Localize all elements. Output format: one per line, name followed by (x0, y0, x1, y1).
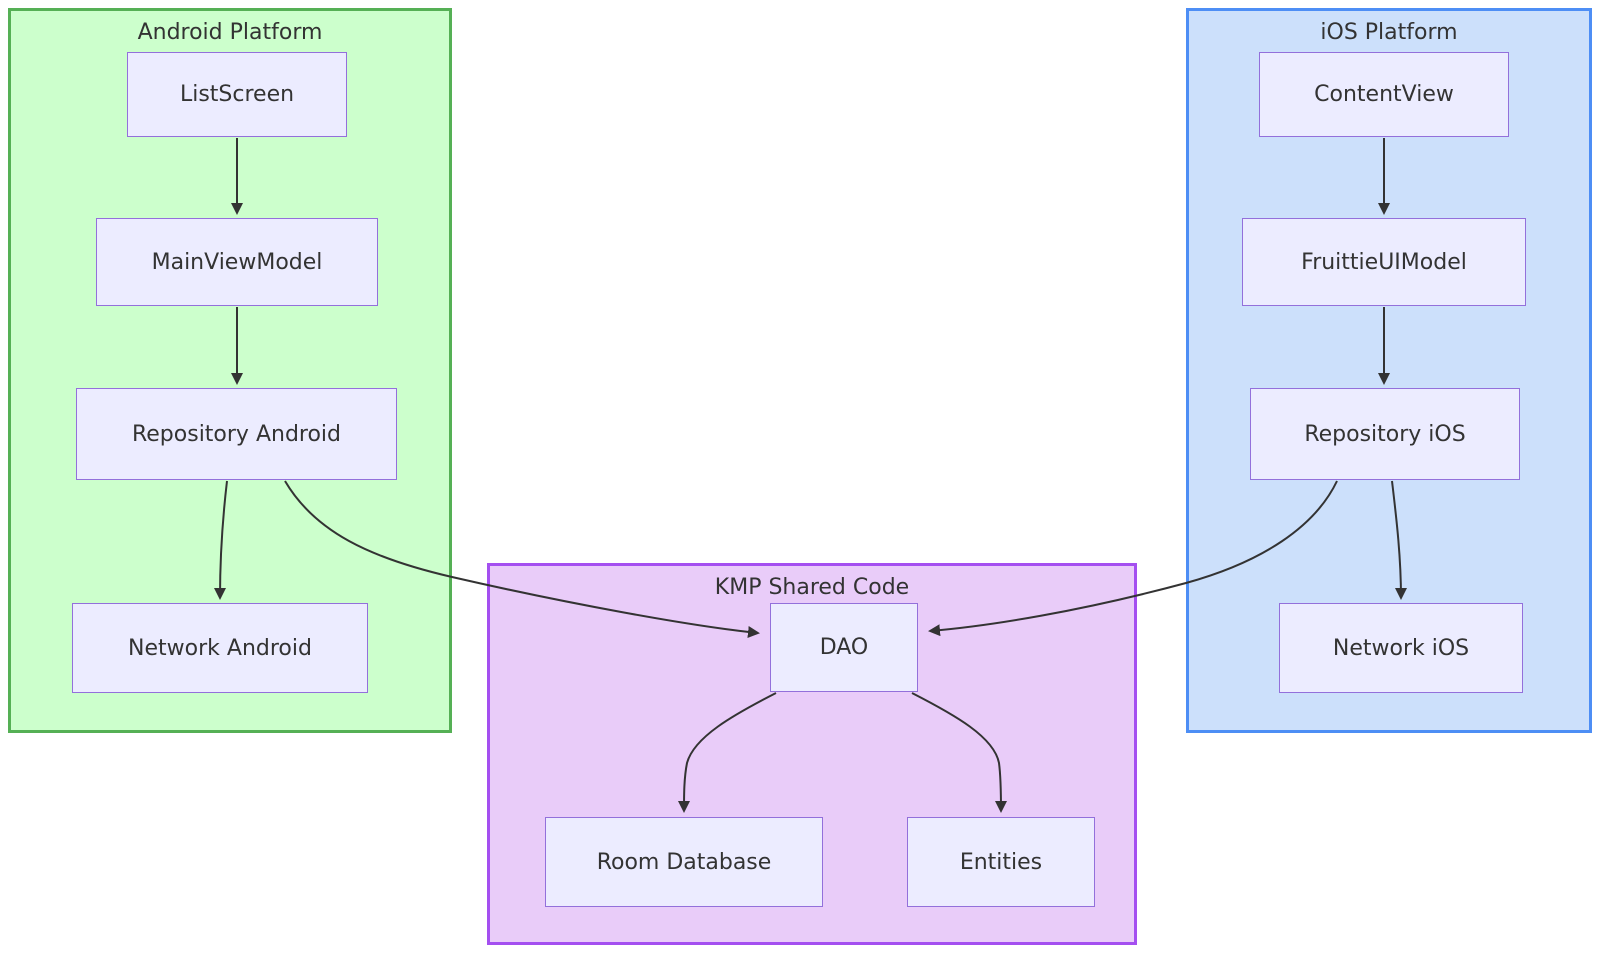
node-repository-ios-label: Repository iOS (1304, 421, 1466, 447)
node-dao: DAO (770, 603, 918, 692)
node-network-android: Network Android (72, 603, 368, 693)
node-entities-label: Entities (959, 849, 1043, 875)
node-room-database-label: Room Database (596, 849, 772, 875)
node-fruittieuimodel-label: FruittieUIModel (1301, 249, 1467, 275)
node-repository-android-label: Repository Android (131, 421, 342, 447)
group-kmp-title: KMP Shared Code (714, 575, 910, 600)
node-contentview-label: ContentView (1314, 82, 1454, 107)
node-contentview: ContentView (1259, 52, 1509, 137)
node-network-ios: Network iOS (1279, 603, 1523, 693)
group-ios-title: iOS Platform (1320, 20, 1458, 45)
node-entities: Entities (907, 817, 1095, 907)
group-android-title: Android Platform (137, 20, 323, 45)
node-repository-android: Repository Android (76, 388, 397, 480)
node-listscreen-label: ListScreen (179, 82, 295, 107)
node-mainviewmodel: MainViewModel (96, 218, 378, 306)
node-dao-label: DAO (819, 635, 869, 660)
node-repository-ios: Repository iOS (1250, 388, 1520, 480)
node-network-ios-label: Network iOS (1332, 635, 1470, 661)
node-network-android-label: Network Android (128, 635, 312, 661)
node-listscreen: ListScreen (127, 52, 347, 137)
node-fruittieuimodel: FruittieUIModel (1242, 218, 1526, 306)
node-mainviewmodel-label: MainViewModel (151, 249, 323, 275)
node-room-database: Room Database (545, 817, 823, 907)
